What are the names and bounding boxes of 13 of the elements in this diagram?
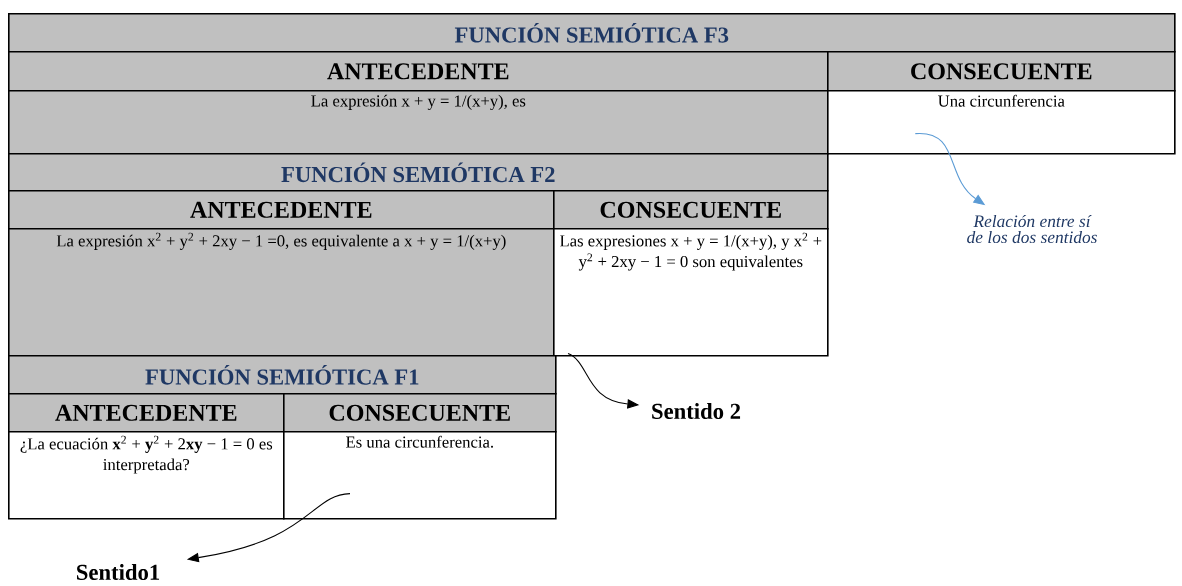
sense-label: Sentido 2 [652, 403, 741, 419]
sense-label: Sentido1 [77, 564, 159, 580]
table-cell: ¿La ecuación x$^{2}$ + y$^{2}$ + 2xy − 1 = 0 es interpretada? [8, 431, 285, 520]
header-cell: ANTECEDENTE [8, 393, 285, 433]
table-cell: Las expresiones x + y = 1/(x+y), y x$^{2}$ + y$^{2}$ + 2xy − 1 = 0 son equivalentes [553, 228, 829, 357]
annotation-text: Relación entre sí de los dos sentidos [967, 214, 1097, 244]
header-cell: CONSECUENTE [283, 393, 557, 433]
table-cell: Es una circunferencia. [283, 431, 557, 520]
header-cell: CONSECUENTE [553, 190, 829, 230]
table-cell: La expresión x + y = 1/(x+y), es [8, 90, 829, 155]
header-cell: CONSECUENTE [827, 51, 1176, 92]
table-cell: Una circunferencia [827, 90, 1176, 155]
header-cell: ANTECEDENTE [8, 190, 555, 230]
